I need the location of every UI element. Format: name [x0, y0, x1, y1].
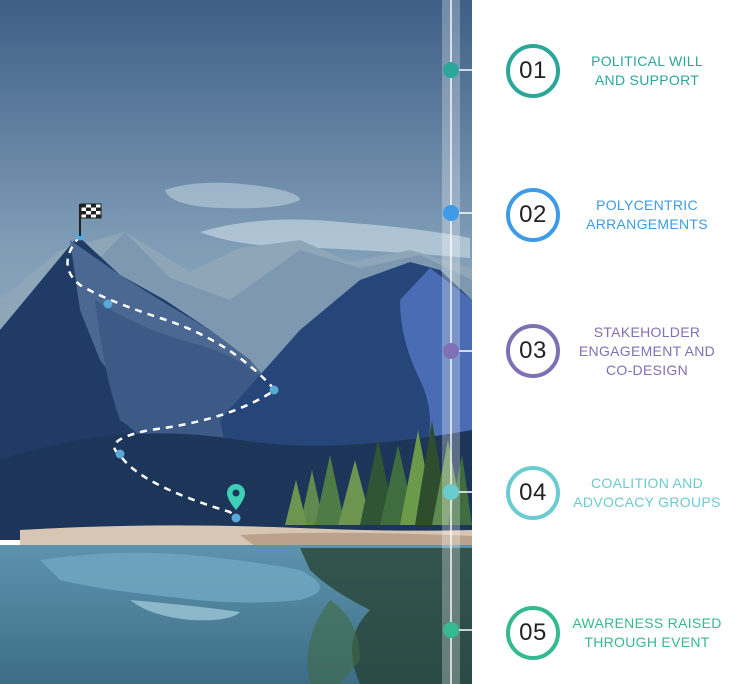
trail-waypoint — [269, 385, 279, 395]
timeline-dot-02 — [443, 205, 459, 221]
water-highlight — [130, 600, 240, 621]
hiking-trail — [66, 235, 277, 519]
right-mountain-light — [400, 268, 472, 470]
tree-reflection — [307, 600, 360, 684]
cloud — [200, 219, 470, 258]
tree-reflection — [300, 548, 472, 684]
timeline-dot-05 — [443, 622, 459, 638]
location-pin-icon — [227, 484, 245, 510]
pine-trees — [285, 420, 472, 525]
timeline-dot-04 — [443, 484, 459, 500]
trail-waypoint — [103, 299, 113, 309]
water-highlight — [40, 552, 320, 603]
cloud — [165, 182, 300, 209]
step-number-circle: 03 — [506, 324, 560, 378]
step-number-circle: 02 — [506, 188, 560, 242]
step-number-circle: 05 — [506, 606, 560, 660]
step-number-circle: 01 — [506, 44, 560, 98]
trail-waypoint — [115, 449, 125, 459]
mountain-landscape-illustration — [0, 0, 472, 684]
timeline-dot-03 — [443, 343, 459, 359]
step-number-circle: 04 — [506, 466, 560, 520]
checkered-flag-icon — [79, 203, 102, 236]
trail-waypoint — [231, 513, 241, 523]
timeline-dot-01 — [443, 62, 459, 78]
